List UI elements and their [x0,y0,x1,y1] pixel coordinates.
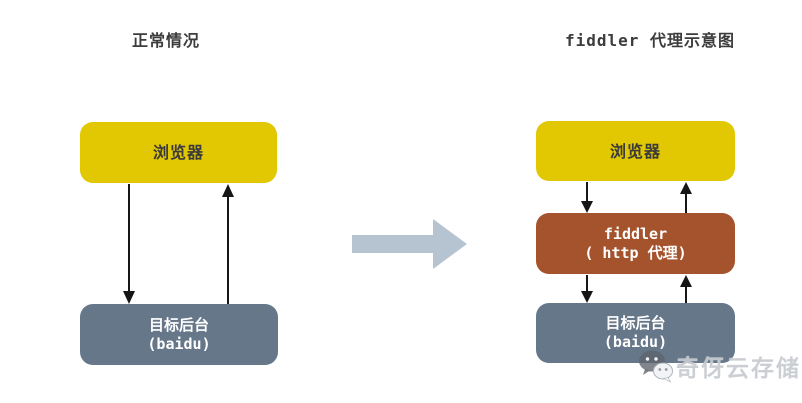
left-browser-label: 浏览器 [152,143,204,162]
left-backend-label: 目标后台 [148,315,209,334]
right-fiddler-box: fiddler ( http 代理) [536,213,735,274]
watermark-text: 奇伢云存储 [676,356,801,382]
right-fiddler-label: fiddler [603,224,668,243]
right-arrow-fiddler-to-browser [680,182,692,213]
right-fiddler-sublabel: ( http 代理) [584,243,687,262]
right-backend-sublabel: (baidu) [603,333,668,351]
right-backend-label: 目标后台 [605,314,666,332]
right-panel-title: fiddler 代理示意图 [564,31,736,50]
left-backend-sublabel: (baidu) [147,334,211,353]
watermark: 奇伢云存储 [638,349,801,383]
left-arrow-up [222,184,234,304]
transform-right-arrow [352,219,467,269]
left-arrow-down [123,184,135,304]
left-backend-box: 目标后台 (baidu) [80,304,278,365]
left-browser-box: 浏览器 [80,122,277,183]
right-arrow-fiddler-to-backend [581,275,593,303]
right-browser-box: 浏览器 [536,121,735,181]
left-panel-title: 正常情况 [131,31,200,50]
right-arrow-backend-to-fiddler [680,275,692,303]
right-backend-box: 目标后台 (baidu) [536,303,735,363]
right-browser-label: 浏览器 [609,141,661,161]
right-arrow-browser-to-fiddler [581,182,593,213]
wechat-icon [639,350,673,383]
